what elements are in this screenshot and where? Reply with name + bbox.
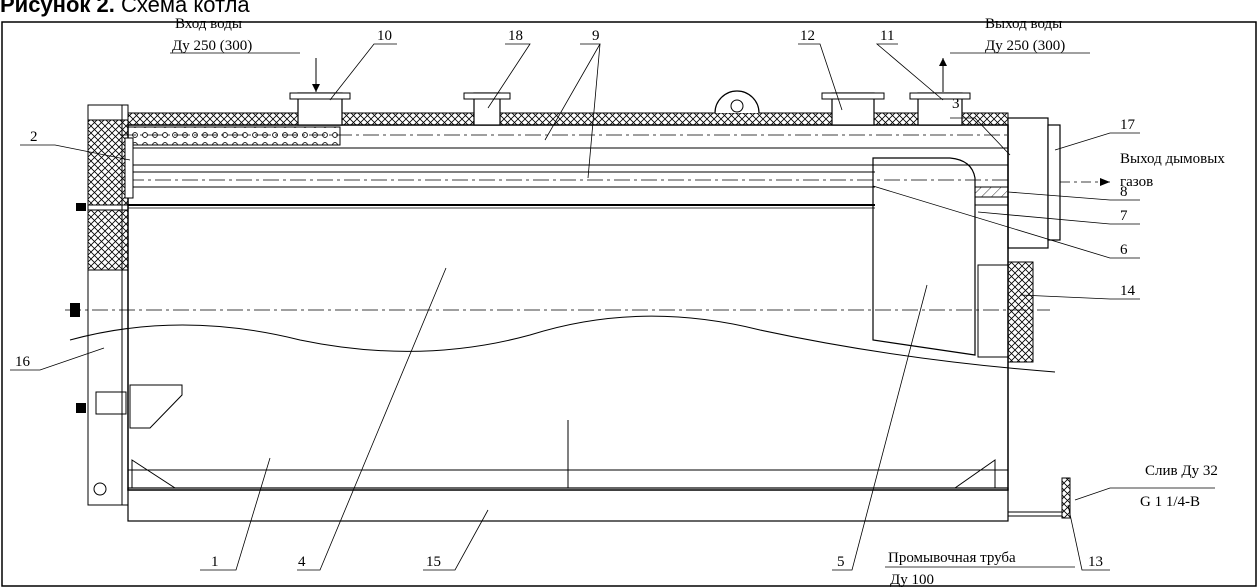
- rear-hatch-frame: [977, 264, 1009, 358]
- turning-chamber-front: [124, 137, 134, 199]
- door-hinge-block: [95, 391, 127, 415]
- flue-outlet-flange: [1047, 124, 1061, 241]
- front-door: [87, 104, 129, 506]
- water-in-arrowhead: [312, 84, 320, 92]
- callout-7: 7: [1120, 208, 1128, 224]
- label-flush-pipe-dn: Ду 100: [890, 572, 934, 588]
- callout-9: 9: [592, 28, 600, 44]
- callout-5: 5: [837, 554, 845, 570]
- callout-4: 4: [298, 554, 306, 570]
- drain-fitting: [1061, 477, 1071, 519]
- rear-hatch: [1007, 261, 1034, 363]
- callout-3: 3: [952, 96, 960, 112]
- nozzle-flange: [463, 92, 511, 100]
- figure-title: Схема котла: [121, 0, 250, 17]
- door-bolt: [76, 203, 86, 211]
- callout-13: 13: [1088, 554, 1103, 570]
- water-out-arrowhead: [939, 58, 947, 66]
- leader-lines: [10, 43, 1215, 571]
- label-water-out: Выход воды: [985, 16, 1062, 32]
- figure-caption: Рисунок 2. Схема котла: [0, 0, 250, 18]
- callout-6: 6: [1120, 242, 1128, 258]
- callout-10: 10: [377, 28, 392, 44]
- callout-17: 17: [1120, 117, 1136, 133]
- gusset: [131, 459, 177, 489]
- burner-bracket: [129, 384, 183, 429]
- nozzle-flange: [821, 92, 885, 100]
- partition: [974, 186, 1009, 198]
- label-flue-gases: газов: [1120, 174, 1153, 190]
- hinge: [93, 482, 107, 496]
- label-water-in-dn: Ду 250 (300): [172, 38, 252, 54]
- figure-number: Рисунок 2.: [0, 0, 115, 17]
- callout-16: 16: [15, 354, 31, 370]
- door-bolt: [70, 303, 80, 317]
- lifting-lug: [714, 90, 760, 114]
- callout-2: 2: [30, 129, 38, 145]
- gusset: [953, 459, 996, 489]
- break-line: [69, 315, 1056, 373]
- label-flush-pipe: Промывочная труба: [888, 550, 1016, 566]
- callout-18: 18: [508, 28, 523, 44]
- top-insulation: [127, 112, 1009, 126]
- support-frame: [127, 487, 1009, 522]
- door-bolt: [76, 403, 86, 413]
- callout-15: 15: [426, 554, 441, 570]
- flue-arrow: [1100, 178, 1110, 186]
- label-drain: Слив Ду 32: [1145, 463, 1218, 479]
- callout-12: 12: [800, 28, 815, 44]
- callout-14: 14: [1120, 283, 1136, 299]
- label-flue-out: Выход дымовых: [1120, 151, 1225, 167]
- label-drain-thread: G 1 1/4-B: [1140, 494, 1200, 510]
- callout-8: 8: [1120, 184, 1128, 200]
- nozzle-flange: [289, 92, 351, 100]
- callout-1: 1: [211, 554, 219, 570]
- drawing-frame: [1, 21, 1257, 587]
- turning-chamber: [872, 157, 976, 356]
- label-water-out-dn: Ду 250 (300): [985, 38, 1065, 54]
- water-distributor: [127, 126, 341, 146]
- label-water-in: Вход воды: [175, 16, 242, 32]
- nozzle-flange: [909, 92, 971, 100]
- callout-11: 11: [880, 28, 894, 44]
- lifting-lug-hole: [730, 99, 744, 113]
